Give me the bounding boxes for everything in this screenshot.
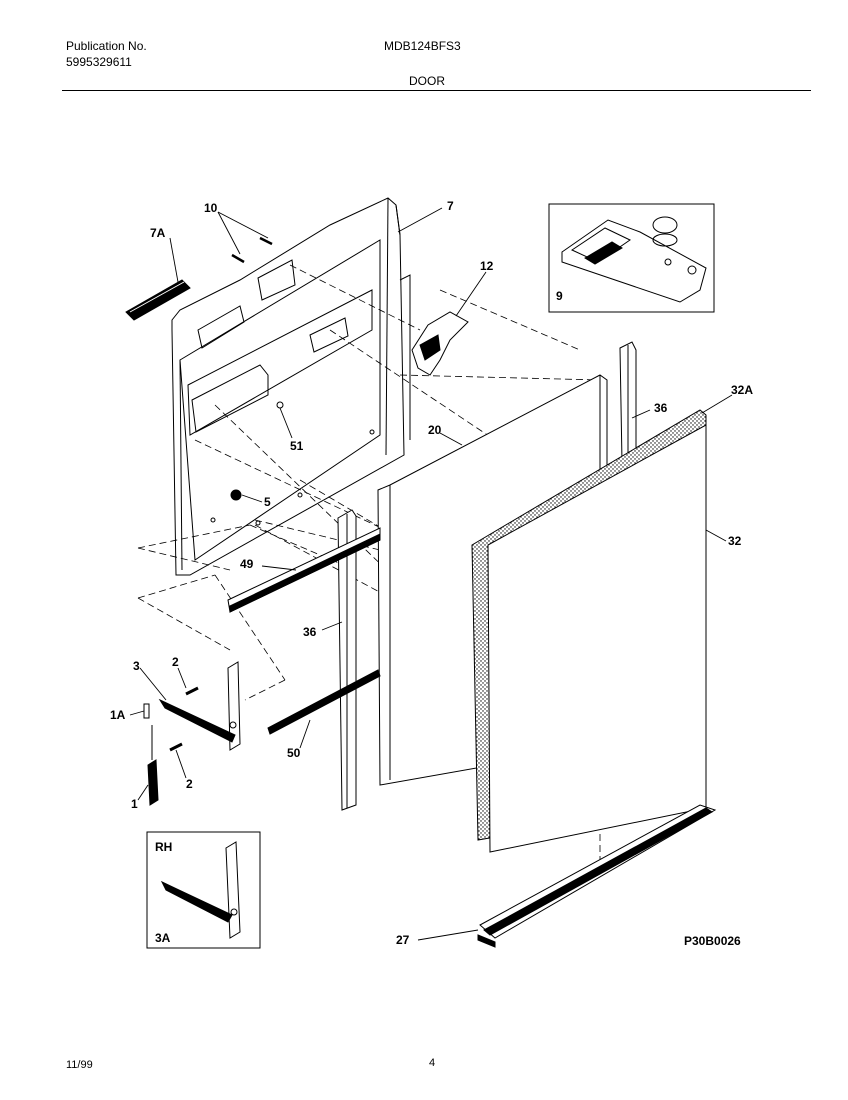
inner-door-panel (171, 197, 411, 576)
callout-32a: 32A (731, 383, 753, 397)
inset-box-dispenser (548, 203, 715, 313)
callout-51: 51 (290, 439, 304, 453)
inset-box-rh-hinge (146, 831, 261, 949)
callout-32: 32 (728, 534, 742, 548)
hinge-screws (169, 686, 199, 752)
callout-2-upper: 2 (172, 655, 179, 669)
hinge-spring-1 (147, 725, 159, 806)
callout-3a: 3A (155, 931, 171, 945)
callout-12: 12 (480, 259, 494, 273)
page-number: 4 (429, 1057, 436, 1069)
nut-part (230, 489, 242, 501)
hinge-pin-1A (143, 703, 150, 719)
callout-5: 5 (264, 495, 271, 509)
callout-7: 7 (447, 199, 454, 213)
callout-27: 27 (396, 933, 410, 947)
callout-49: 49 (240, 557, 254, 571)
model-number: MDB124BFS3 (384, 39, 461, 53)
callout-36-lower: 36 (303, 625, 317, 639)
dispenser-part (561, 216, 707, 303)
section-title: DOOR (409, 74, 445, 88)
callout-36-upper: 36 (654, 401, 668, 415)
leader-lines (129, 207, 733, 941)
callout-7a: 7A (150, 226, 166, 240)
screws-part (231, 236, 273, 264)
latch-part (411, 311, 469, 376)
footer-date: 11/99 (66, 1059, 93, 1071)
door-hinge (158, 661, 241, 751)
inset-label-rh: RH (155, 840, 172, 854)
publication-number: 5995329611 (66, 55, 132, 69)
callout-50: 50 (287, 746, 301, 760)
callout-9: 9 (556, 289, 563, 303)
lower-trim-strip (227, 527, 381, 613)
door-trim-left (337, 509, 357, 811)
callout-2-lower: 2 (186, 777, 193, 791)
kickplate (477, 804, 717, 948)
rh-hinge-part (160, 841, 241, 939)
callout-3: 3 (133, 659, 140, 673)
vent-part (125, 279, 191, 321)
callout-10: 10 (204, 201, 218, 215)
callout-20: 20 (428, 423, 442, 437)
publication-label: Publication No. (66, 39, 147, 53)
seal-strip (267, 669, 381, 735)
door-trim-right (619, 341, 637, 463)
header-rule (62, 90, 811, 91)
figure-code: P30B0026 (684, 934, 741, 948)
callout-1: 1 (131, 797, 138, 811)
callout-1a: 1A (110, 708, 126, 722)
